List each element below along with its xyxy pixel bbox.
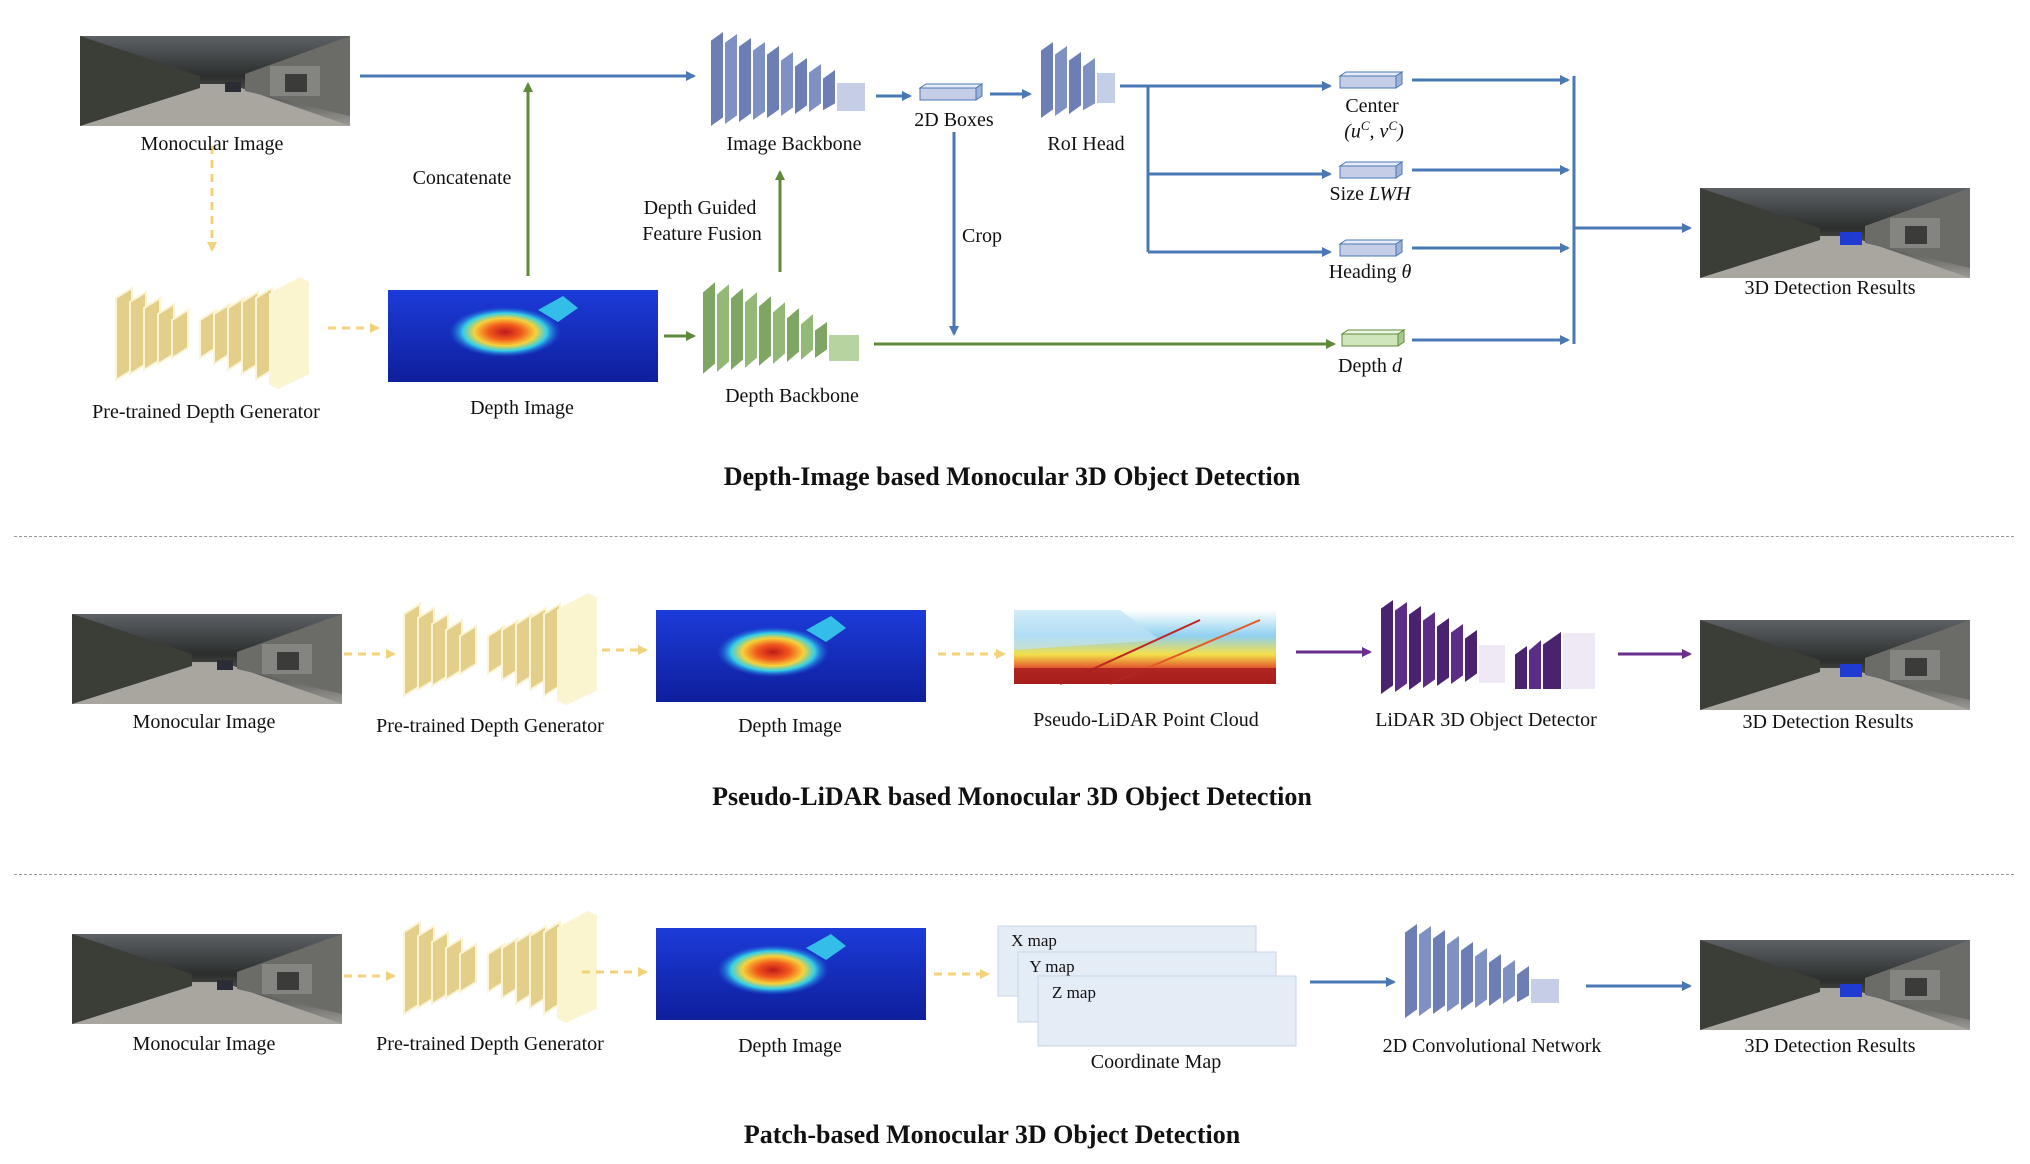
label-results-1: 3D Detection Results: [1744, 277, 1916, 299]
depth-image-3: [656, 928, 926, 1020]
label-conv-network: 2D Convolutional Network: [1382, 1035, 1602, 1057]
label-center: Center: [1345, 95, 1399, 117]
label-depth-d: Depth d: [1338, 355, 1402, 377]
label-lidar-detector: LiDAR 3D Object Detector: [1375, 709, 1597, 731]
depth-image-2: [656, 610, 926, 702]
center-block: [1338, 71, 1404, 89]
depth-image-1: [388, 290, 658, 382]
point-cloud: [1014, 610, 1276, 685]
label-concatenate: Concatenate: [412, 167, 512, 189]
output-merge-arrows: [1412, 75, 1692, 345]
depth-generator-2: [403, 592, 597, 706]
roi-branch-arrows: [1120, 81, 1332, 257]
label-fusion-line2: Feature Fusion: [642, 223, 762, 245]
label-monocular-image-2: Monocular Image: [132, 711, 276, 733]
label-image-backbone: Image Backbone: [726, 133, 862, 155]
label-depth-generator-1: Pre-trained Depth Generator: [92, 401, 320, 423]
depth-block: [1340, 329, 1406, 347]
depth-generator-3: [403, 910, 597, 1024]
heading-block: [1338, 239, 1404, 257]
label-depth-image-3: Depth Image: [738, 1035, 842, 1057]
title-section3: Patch-based Monocular 3D Object Detectio…: [743, 1120, 1241, 1149]
label-fusion-line1: Depth Guided: [643, 197, 757, 219]
image-backbone: [709, 28, 867, 130]
label-monocular-image-3: Monocular Image: [132, 1033, 276, 1055]
detection-results-2: [1700, 620, 1970, 710]
lidar-detector: [1379, 596, 1597, 698]
label-size: Size LWH: [1329, 183, 1411, 205]
label-depth-image-1: Depth Image: [470, 397, 574, 419]
label-point-cloud: Pseudo-LiDAR Point Cloud: [1033, 709, 1259, 731]
label-crop: Crop: [962, 225, 1002, 247]
section3-arrows: [344, 967, 1692, 991]
label-heading: Heading θ: [1328, 261, 1412, 283]
size-block: [1338, 161, 1404, 179]
monocular-image-2: [72, 614, 342, 704]
roi-head: [1039, 38, 1117, 122]
monocular-image-1: [80, 36, 350, 126]
depth-generator-1: [115, 276, 309, 390]
detection-results-3: [1700, 940, 1970, 1030]
section2-arrows: [344, 645, 1692, 659]
label-2d-boxes: 2D Boxes: [914, 109, 994, 131]
label-monocular-image-1: Monocular Image: [140, 133, 284, 155]
label-center-symbol: (uC, vC): [1344, 118, 1404, 143]
label-depth-image-2: Depth Image: [738, 715, 842, 737]
label-results-3: 3D Detection Results: [1744, 1035, 1916, 1057]
label-results-2: 3D Detection Results: [1742, 711, 1914, 733]
title-section2: Pseudo-LiDAR based Monocular 3D Object D…: [712, 782, 1312, 811]
label-y-map: Y map: [1029, 957, 1075, 976]
title-section1: Depth-Image based Monocular 3D Object De…: [723, 462, 1301, 491]
label-depth-generator-3: Pre-trained Depth Generator: [376, 1033, 604, 1055]
conv-network: [1403, 920, 1561, 1022]
label-z-map: Z map: [1052, 983, 1096, 1002]
divider-2: [14, 874, 2014, 875]
label-depth-backbone: Depth Backbone: [725, 385, 859, 407]
label-x-map: X map: [1011, 931, 1057, 950]
depth-backbone: [701, 277, 861, 379]
boxes-2d-block: [918, 83, 984, 101]
coordinate-map-stack: [997, 925, 1297, 1047]
label-coordinate-map: Coordinate Map: [1090, 1051, 1222, 1073]
label-roi-head: RoI Head: [1047, 133, 1125, 155]
monocular-image-3: [72, 934, 342, 1024]
label-depth-generator-2: Pre-trained Depth Generator: [376, 715, 604, 737]
divider-1: [14, 536, 2014, 537]
detection-results-1: [1700, 188, 1970, 278]
